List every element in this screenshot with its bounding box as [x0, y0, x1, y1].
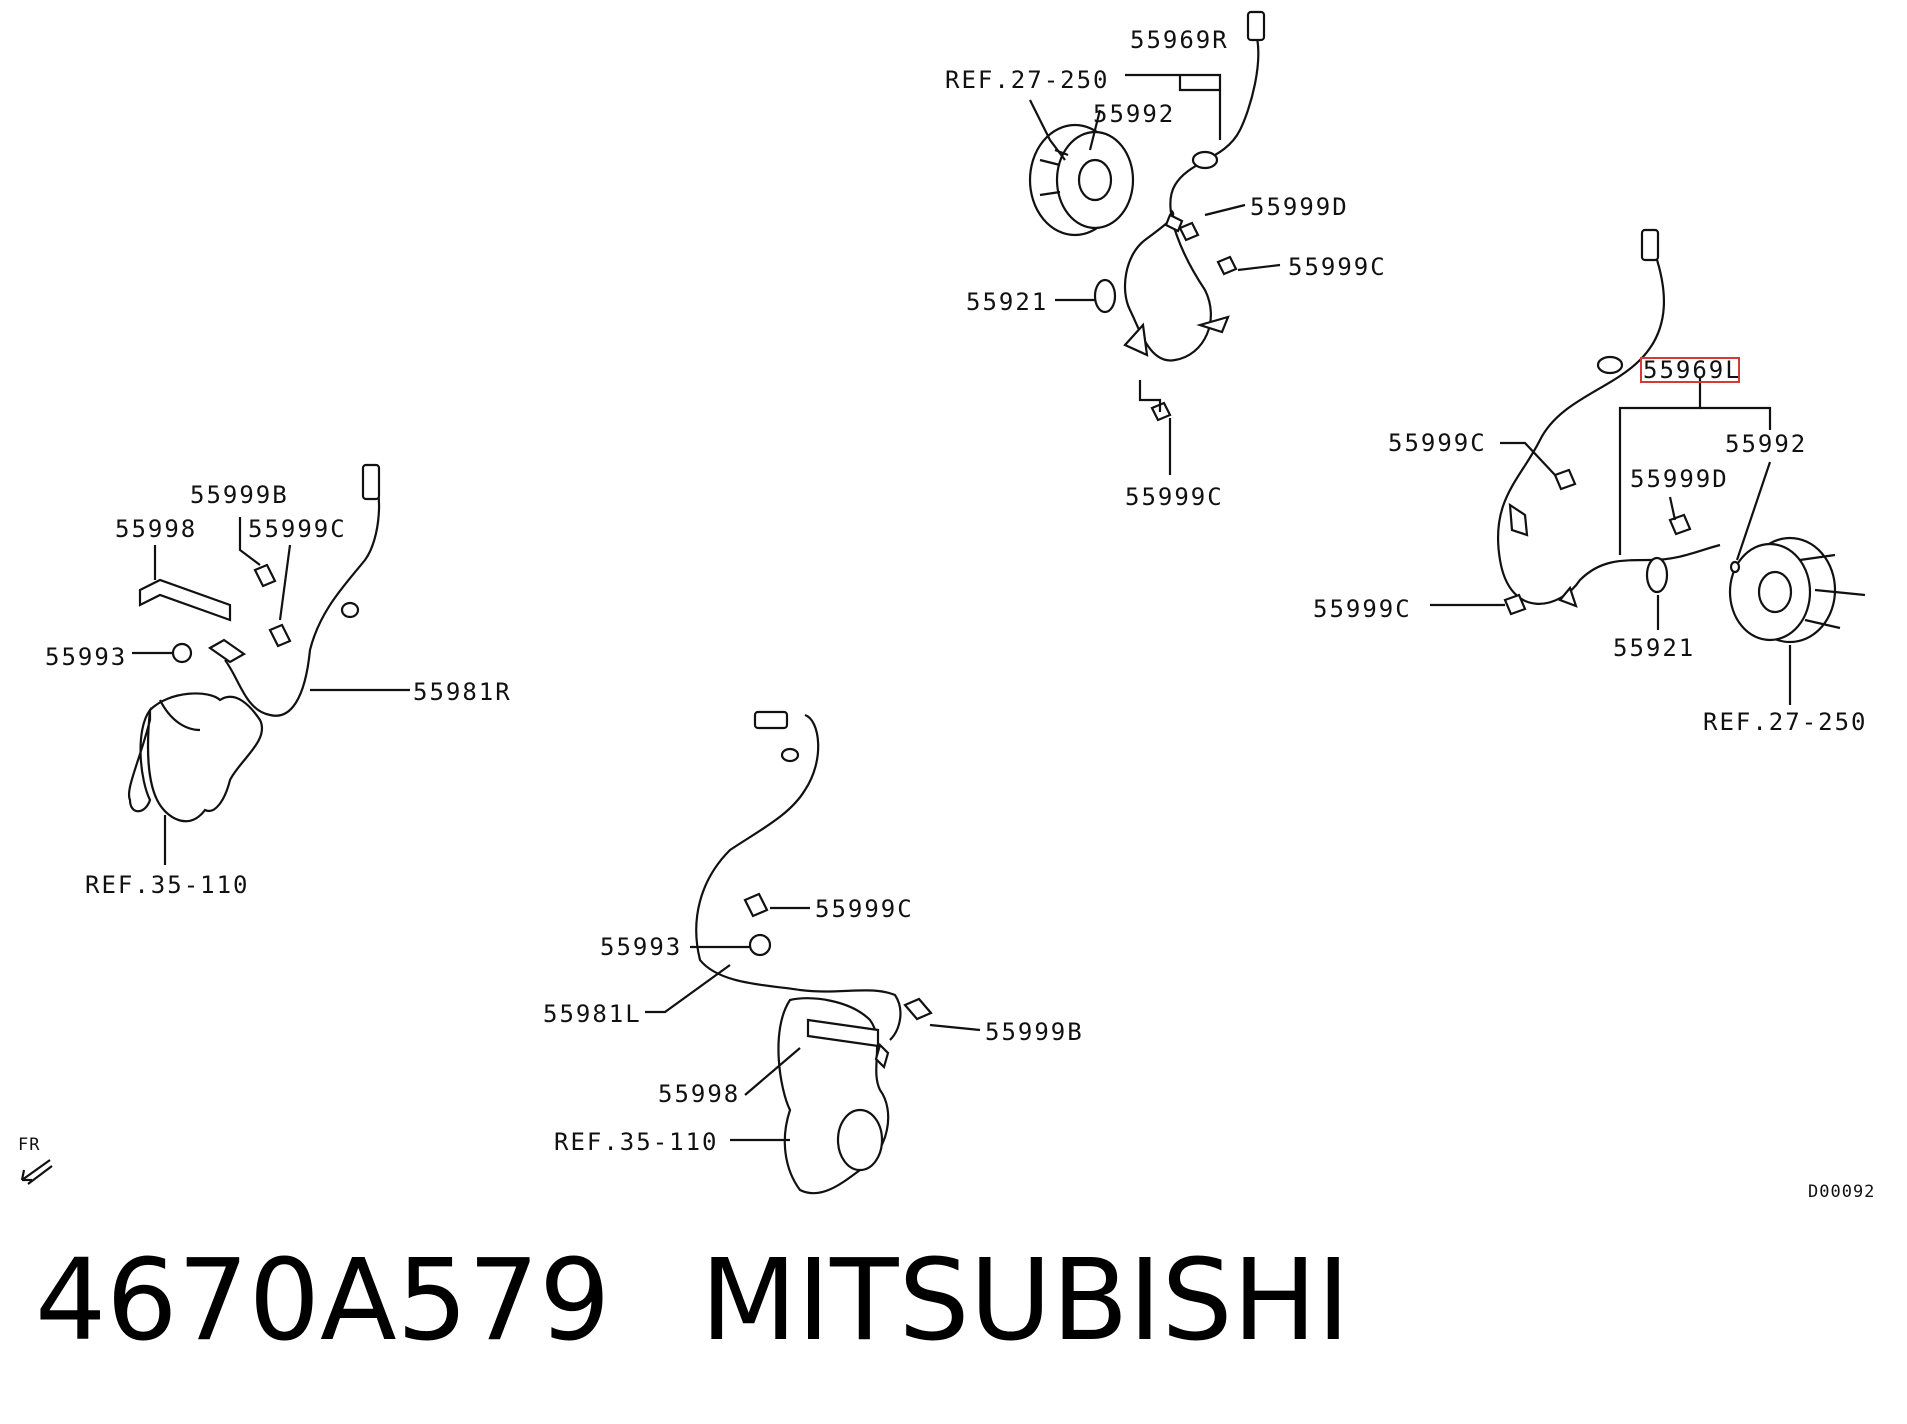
wheel-hub-drawing [1028, 123, 1135, 237]
callout-55992: 55992 [1725, 430, 1807, 458]
brand-name: MITSUBISHI [700, 1236, 1350, 1366]
callout-55921: 55921 [1613, 634, 1695, 662]
callout-55999D: 55999D [1630, 465, 1729, 493]
callout-55992: 55992 [1093, 100, 1175, 128]
callout-55921: 55921 [966, 288, 1048, 316]
callout-55998: 55998 [658, 1080, 740, 1108]
callout-55993: 55993 [600, 933, 682, 961]
callout-55981L: 55981L [543, 1000, 642, 1028]
part-number: 4670A579 [35, 1236, 611, 1366]
callout-55999D: 55999D [1250, 193, 1349, 221]
callout-55981R: 55981R [413, 678, 512, 706]
fr-label: FR [18, 1135, 40, 1155]
callout-55993: 55993 [45, 643, 127, 671]
callout-55969R: 55969R [1130, 26, 1229, 54]
callout-55999B: 55999B [190, 481, 289, 509]
callout-ref-35-110: REF.35-110 [554, 1128, 719, 1156]
callout-ref-27-250: REF.27-250 [945, 66, 1110, 94]
knuckle-drawing [127, 692, 264, 823]
callout-55999C: 55999C [1388, 429, 1487, 457]
highlight-box-55969L [1640, 357, 1740, 383]
front-direction-marker: FR [18, 1135, 53, 1185]
callout-55999C: 55999C [1313, 595, 1412, 623]
assembly-front-left: 55969L 55992 55999C 55999D 55999C 55921 … [1313, 228, 1868, 736]
assembly-rear-left: 55999C 55993 55981L 55999B 55998 REF.35-… [543, 710, 1084, 1195]
callout-55999C: 55999C [1288, 253, 1387, 281]
assembly-rear-right: 55999B 55998 55999C 55993 55981R REF.35-… [45, 463, 512, 899]
callout-55999C: 55999C [815, 895, 914, 923]
wheel-hub-drawing [1728, 536, 1866, 644]
fr-arrow-icon [20, 1159, 53, 1185]
callout-ref-27-250: REF.27-250 [1703, 708, 1868, 736]
drawing-code: D00092 [1808, 1182, 1875, 1202]
callout-55999C: 55999C [248, 515, 347, 543]
callout-ref-35-110: REF.35-110 [85, 871, 250, 899]
callout-55999B: 55999B [985, 1018, 1084, 1046]
callout-55998: 55998 [115, 515, 197, 543]
callout-55999C: 55999C [1125, 483, 1224, 511]
callout-55969L: 55969L [1643, 356, 1742, 384]
assembly-front-right: 55969R REF.27-250 55992 55999D 55999C 55… [945, 10, 1387, 511]
